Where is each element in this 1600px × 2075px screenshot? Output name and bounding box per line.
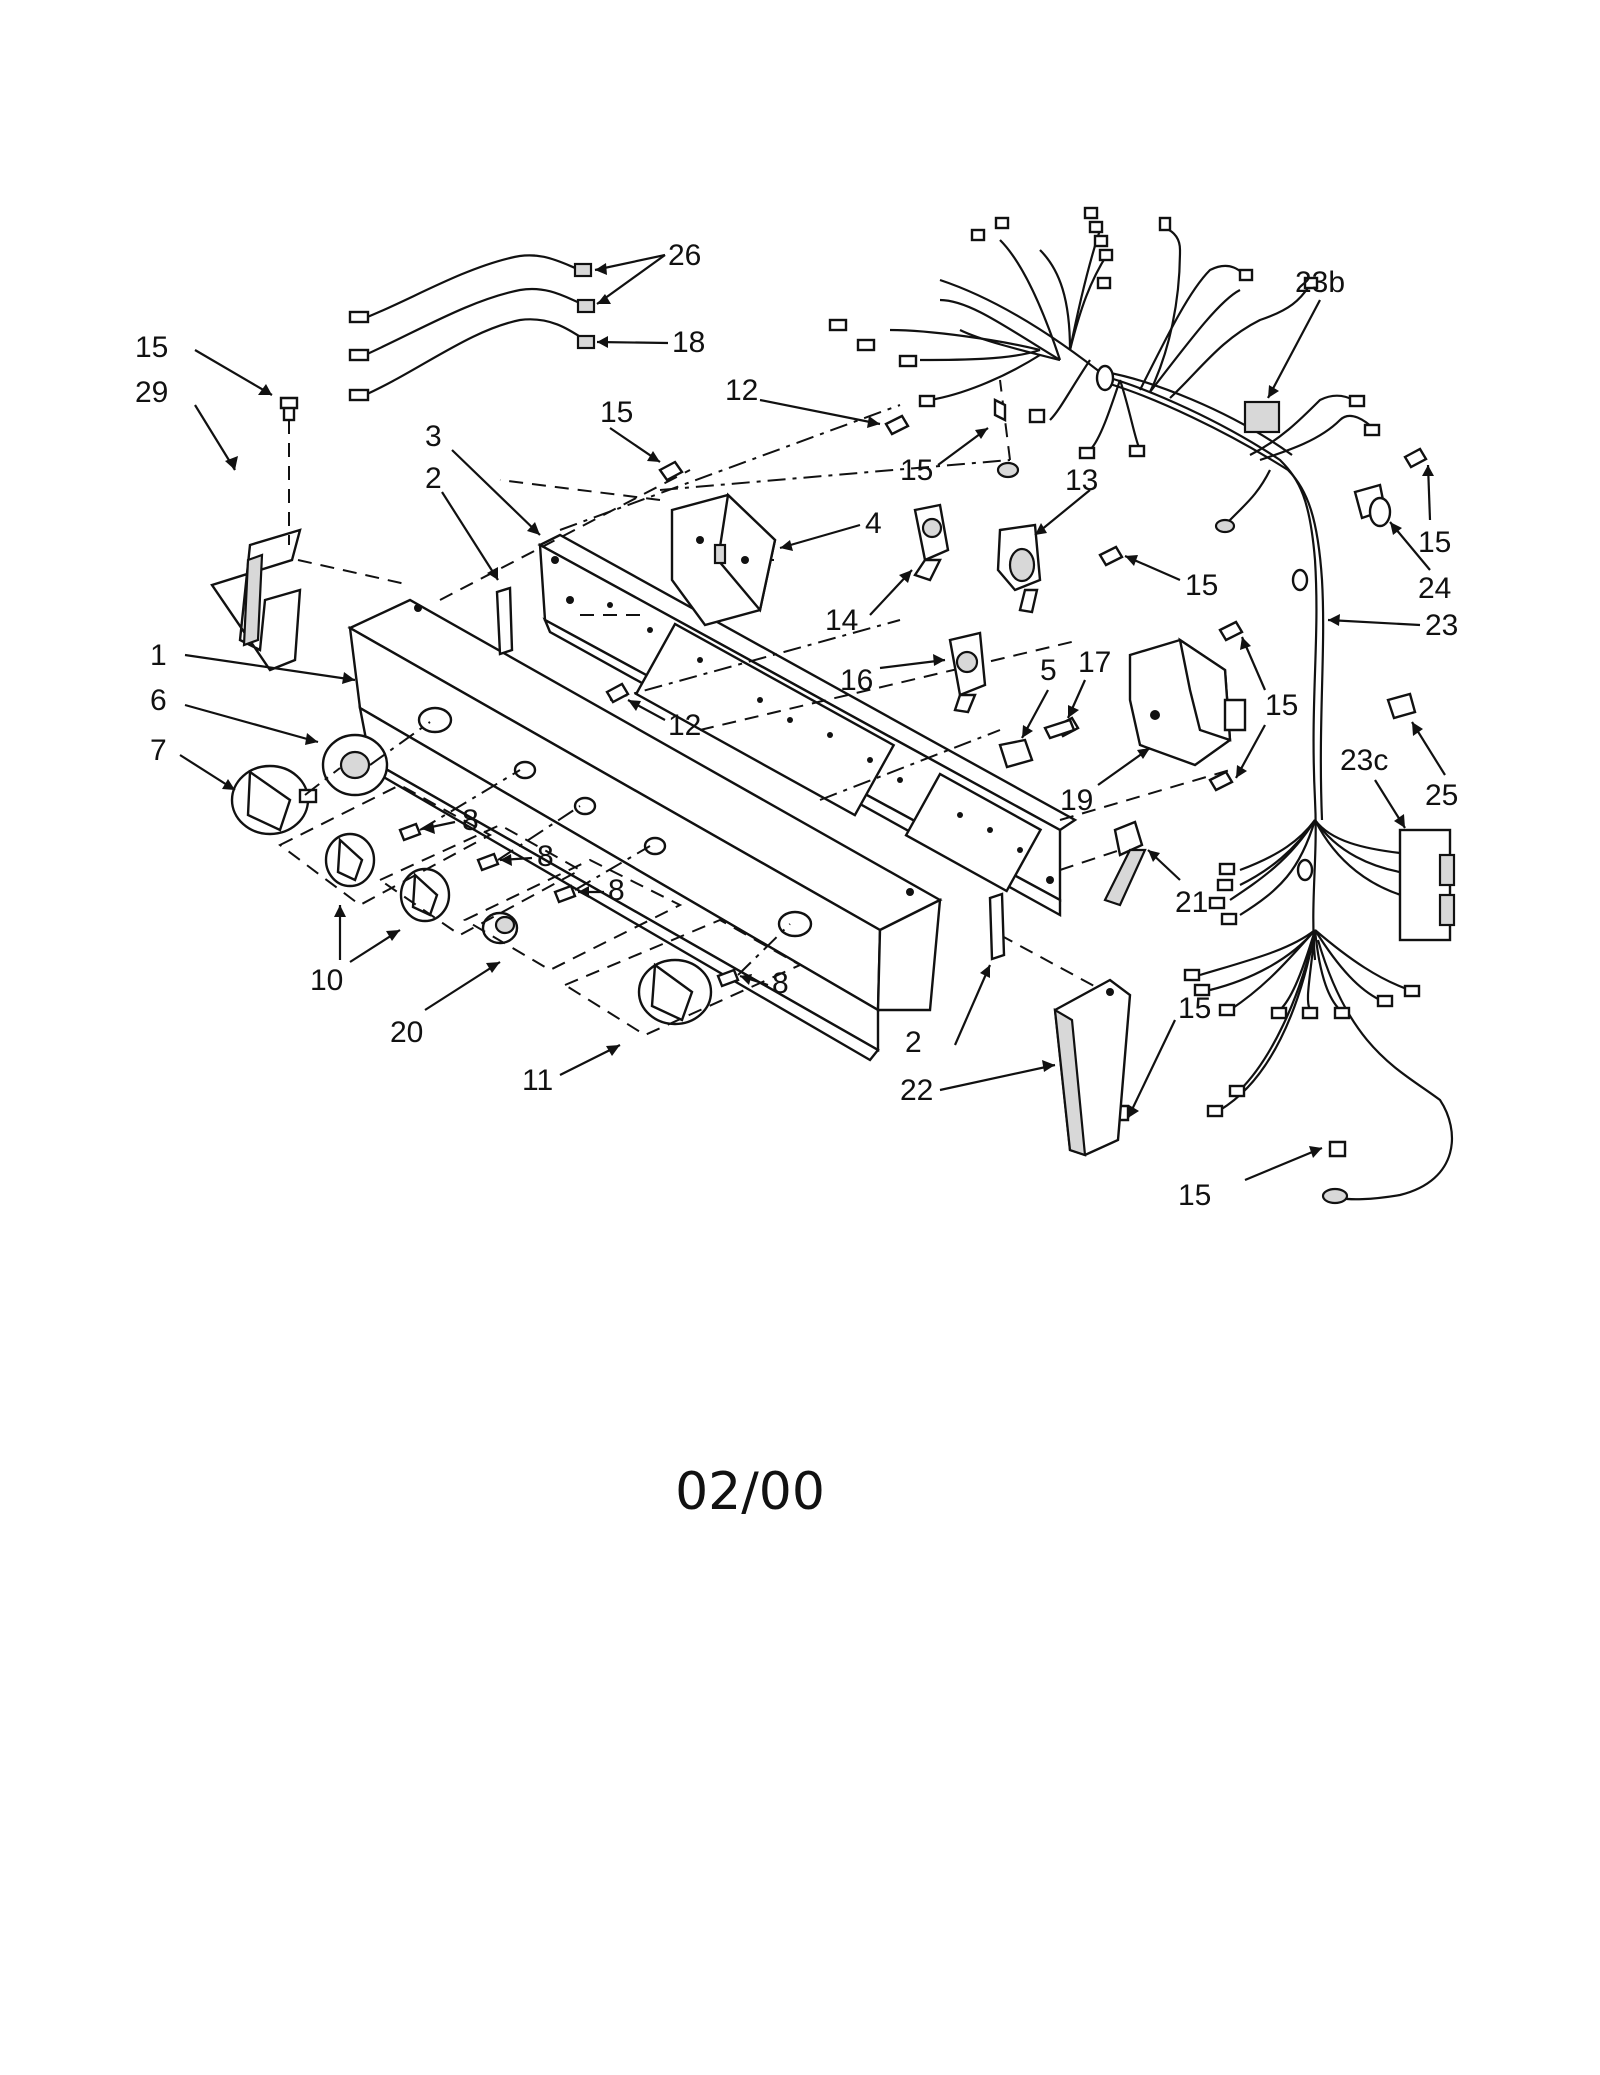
callout-23b: 23b (1295, 266, 1345, 299)
callout-15: 15 (1178, 1179, 1211, 1212)
callout-8: 8 (537, 840, 554, 873)
callout-14: 14 (825, 604, 858, 637)
callout-15: 15 (1418, 526, 1451, 559)
callout-18: 18 (672, 326, 705, 359)
leader-lines (179, 253, 1446, 1182)
knob-11 (637, 958, 713, 1026)
timer-19 (1128, 637, 1247, 767)
callout-24: 24 (1418, 572, 1451, 605)
callout-23c: 23c (1340, 744, 1388, 777)
pins-2 (495, 586, 1006, 961)
switch-16 (948, 631, 987, 714)
callout-15: 15 (900, 454, 933, 487)
callout-21: 21 (1175, 886, 1208, 919)
jumper-wires-26-18 (348, 254, 596, 402)
knob-7 (230, 764, 318, 836)
clip-24 (1353, 483, 1392, 528)
callout-8: 8 (608, 874, 625, 907)
screws (605, 398, 1428, 1158)
kit-boxes (278, 783, 803, 1037)
callout-20: 20 (390, 1016, 423, 1049)
callout-3: 3 (425, 420, 442, 453)
callout-13: 13 (1065, 464, 1098, 497)
callout-labels: 15 29 26 18 3 2 15 12 4 15 13 23b 15 24 … (135, 239, 1458, 1212)
end-bracket-29 (210, 396, 411, 672)
callout-22: 22 (900, 1074, 933, 1107)
part-5-17 (998, 718, 1076, 769)
callout-7: 7 (150, 734, 167, 767)
callout-11: 11 (522, 1064, 553, 1097)
callout-4: 4 (865, 507, 882, 540)
callout-10: 10 (310, 964, 343, 997)
callout-5: 5 (1040, 654, 1057, 687)
callout-15: 15 (600, 396, 633, 429)
callout-26: 26 (668, 239, 701, 272)
callout-6: 6 (150, 684, 167, 717)
callout-8: 8 (772, 967, 789, 1000)
switch-14 (913, 503, 950, 582)
clip-25 (1386, 692, 1417, 720)
callout-12: 12 (725, 374, 758, 407)
bezel-6 (321, 733, 389, 797)
callout-8: 8 (462, 804, 479, 837)
switch-4 (670, 492, 777, 627)
callout-15: 15 (1185, 569, 1218, 602)
callout-15: 15 (1265, 689, 1298, 722)
callout-29: 29 (135, 376, 168, 409)
callout-1: 1 (150, 639, 167, 672)
switch-13 (996, 523, 1042, 614)
callout-15: 15 (135, 331, 168, 364)
callout-17: 17 (1078, 646, 1111, 679)
callout-19: 19 (1060, 784, 1093, 817)
callout-2: 2 (905, 1026, 922, 1059)
end-cap-22 (1053, 978, 1132, 1157)
callout-2: 2 (425, 462, 442, 495)
knob-10b (399, 867, 451, 923)
part-21 (1103, 820, 1147, 907)
inserts-8 (304, 721, 791, 988)
callout-23: 23 (1425, 609, 1458, 642)
date-code: 02/00 (675, 1462, 825, 1522)
back-panel-3 (537, 533, 1078, 918)
knob-10a (324, 832, 376, 888)
callout-25: 25 (1425, 779, 1458, 812)
callout-12: 12 (668, 709, 701, 742)
callout-16: 16 (840, 664, 873, 697)
knob-20 (481, 911, 519, 945)
wire-harness-23 (828, 206, 1456, 1205)
callout-15: 15 (1178, 992, 1211, 1025)
